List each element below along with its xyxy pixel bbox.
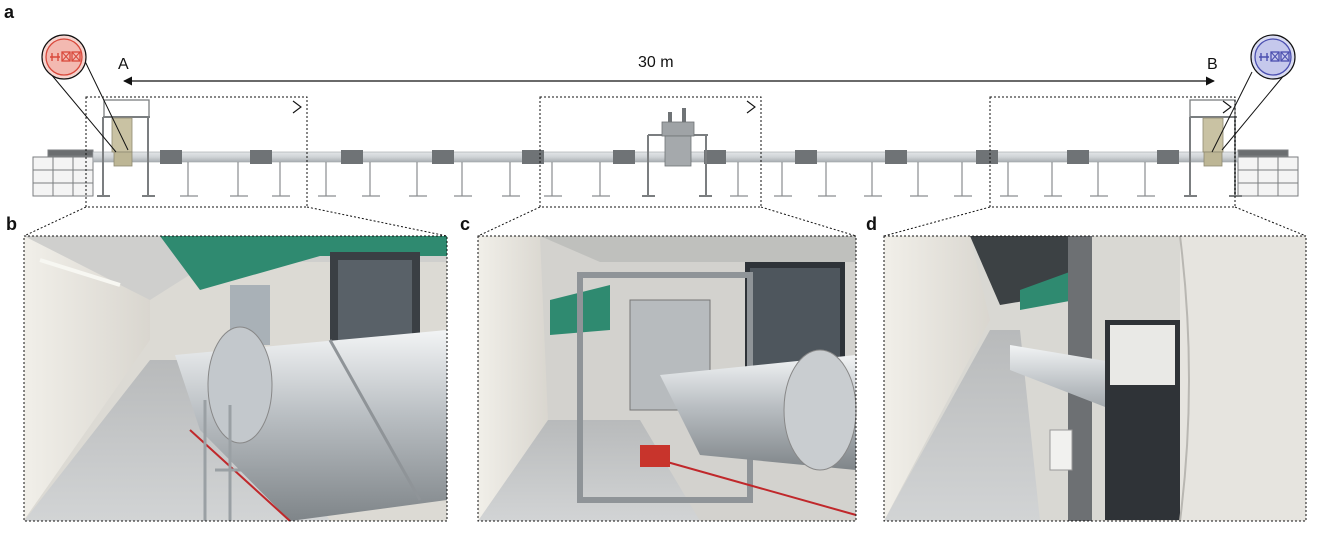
panel-label-a: a: [4, 2, 15, 22]
distance-label: 30 m: [638, 54, 674, 71]
zoom-box-c: [539, 96, 762, 208]
zoom-box-b: [85, 96, 308, 208]
viewpoint-eye-icon: [1222, 100, 1232, 114]
tube-couplers: [160, 150, 1179, 164]
viewpoint-eye-icon: [292, 100, 302, 114]
zoom-box-d: [989, 96, 1236, 208]
panel-label-c: c: [460, 214, 471, 234]
viewpoint-eye-icon: [746, 100, 756, 114]
central-cryo-unit: [642, 108, 712, 197]
photo-b-corridor-node-a: [23, 235, 448, 522]
cryostat-b: [1184, 99, 1242, 197]
endpoint-label-a: A: [118, 56, 129, 73]
cryostat-a: [97, 99, 155, 197]
endpoint-label-b: B: [1207, 56, 1218, 73]
end-table-left: [32, 149, 94, 197]
qubit-node-blue-icon: [1211, 34, 1296, 153]
tube-supports: [180, 162, 1155, 197]
panel-label-d: d: [866, 214, 877, 234]
panel-label-b: b: [6, 214, 17, 234]
end-table-right: [1237, 149, 1299, 197]
projection-lines: [23, 206, 1307, 237]
photo-c-central-unit: [477, 235, 857, 522]
photo-d-corridor-node-b: [883, 235, 1307, 522]
qubit-node-red-icon: [41, 34, 129, 153]
